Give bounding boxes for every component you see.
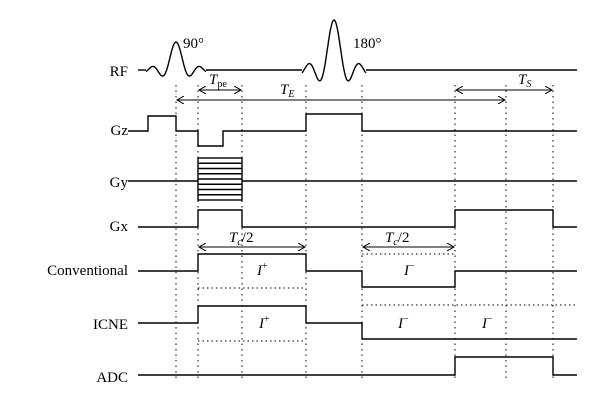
conventional-waveform xyxy=(138,253,577,289)
adc-waveform xyxy=(138,356,577,376)
gy-waveform xyxy=(128,157,577,201)
tc1-label: Tc/2 xyxy=(229,230,253,248)
rf-180-pulse xyxy=(301,19,367,82)
gx-waveform xyxy=(138,209,577,228)
conv-positive-current: I+ xyxy=(256,261,268,279)
gz-waveform xyxy=(128,113,577,147)
tpe-label: Tpe xyxy=(209,72,227,90)
tc2-label: Tc/2 xyxy=(385,230,409,248)
gy-label: Gy xyxy=(110,175,129,191)
icne-waveform xyxy=(138,304,577,342)
icne-negative-current-1: I− xyxy=(397,314,409,332)
icne-positive-current: I+ xyxy=(258,314,270,332)
rf-waveform xyxy=(138,19,577,82)
tc-interval-1: Tc/2 xyxy=(199,230,305,248)
gx-label: Gx xyxy=(110,219,129,235)
rf-90-pulse xyxy=(145,41,207,77)
ts-interval: TS xyxy=(456,72,552,90)
conventional-label: Conventional xyxy=(47,263,128,279)
te-label: TE xyxy=(280,82,294,100)
icne-negative-current-2: I− xyxy=(481,314,493,332)
adc-label: ADC xyxy=(96,370,128,386)
pulse-180-label: 180° xyxy=(353,36,382,52)
conv-negative-current: I− xyxy=(403,261,415,279)
ts-label: TS xyxy=(518,72,531,90)
gz-label: Gz xyxy=(111,123,129,139)
te-interval: TE xyxy=(177,82,505,100)
pulse-90-label: 90° xyxy=(183,36,204,52)
phase-encode-steps xyxy=(198,162,242,196)
tpe-interval: Tpe xyxy=(199,72,241,90)
rf-label: RF xyxy=(110,64,128,80)
icne-label: ICNE xyxy=(93,317,128,333)
tc-interval-2: Tc/2 xyxy=(363,230,454,248)
